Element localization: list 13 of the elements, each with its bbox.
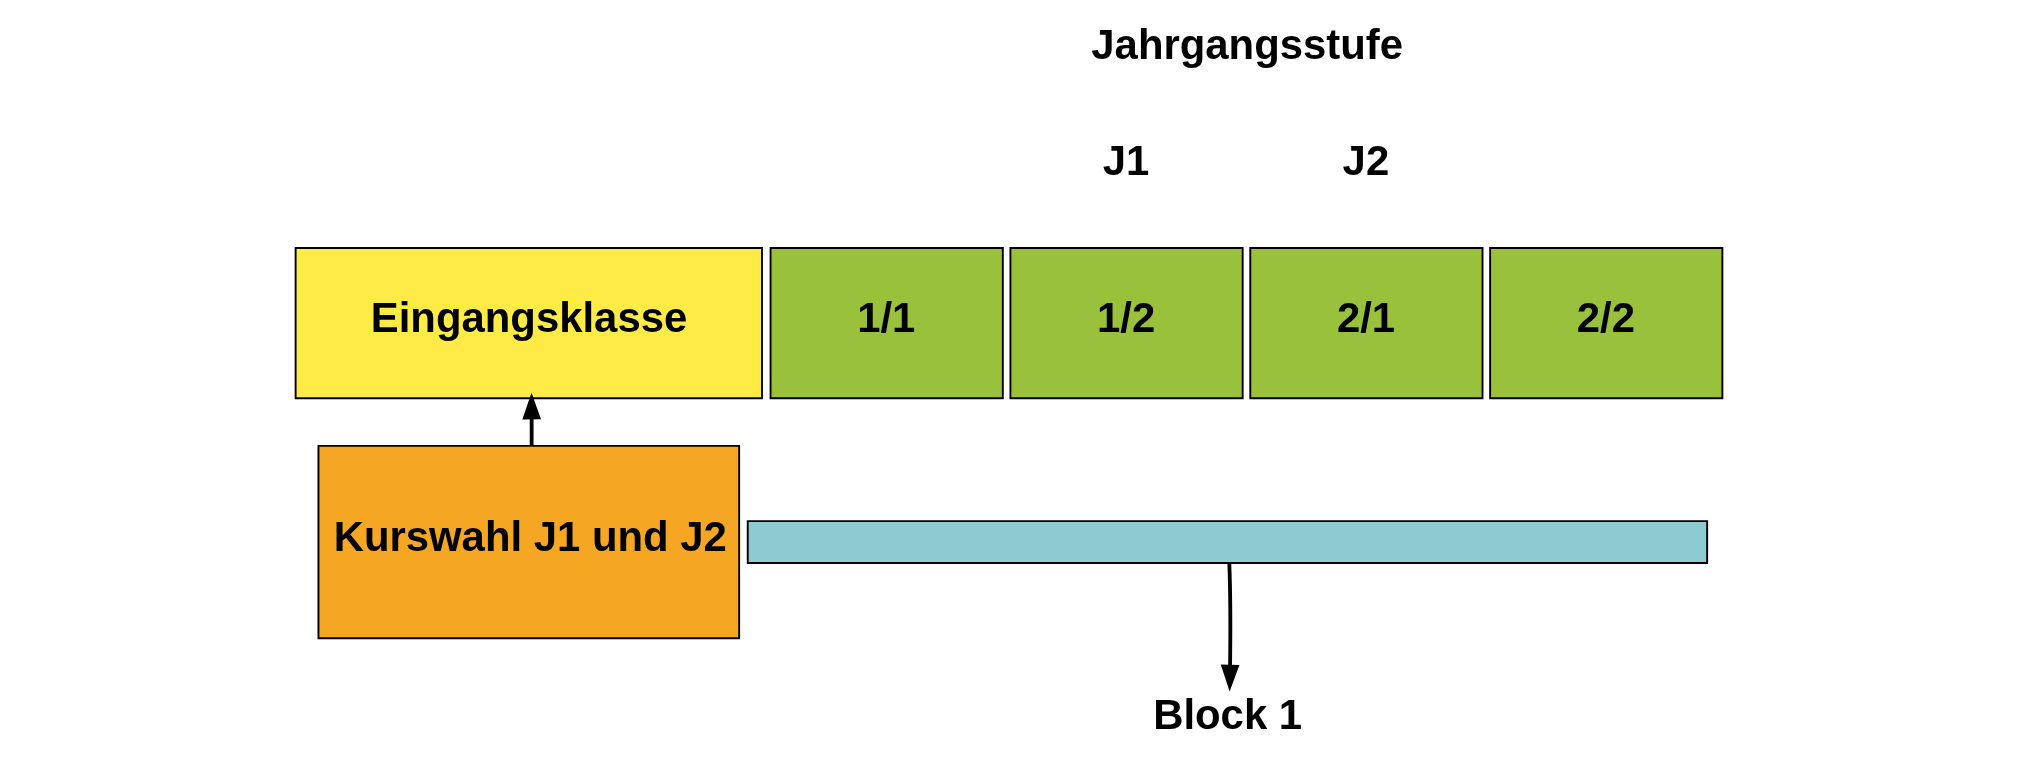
label: J1 [1102, 136, 1149, 184]
label: Jahrgangsstufe [1090, 20, 1403, 68]
node-box: Kurswahl J1 und J2 [317, 444, 740, 640]
node-box: 1/1 [769, 247, 1004, 400]
node-box: 1/2 [1008, 247, 1244, 400]
arrow [521, 392, 541, 446]
node-bar [746, 520, 1708, 564]
label: J2 [1342, 136, 1389, 184]
arrow [1220, 563, 1239, 692]
node-box: 2/2 [1488, 247, 1723, 400]
node-box: 2/1 [1248, 247, 1483, 400]
node-text: Block 1 [1152, 690, 1302, 738]
node-box: Eingangsklasse [294, 247, 763, 400]
